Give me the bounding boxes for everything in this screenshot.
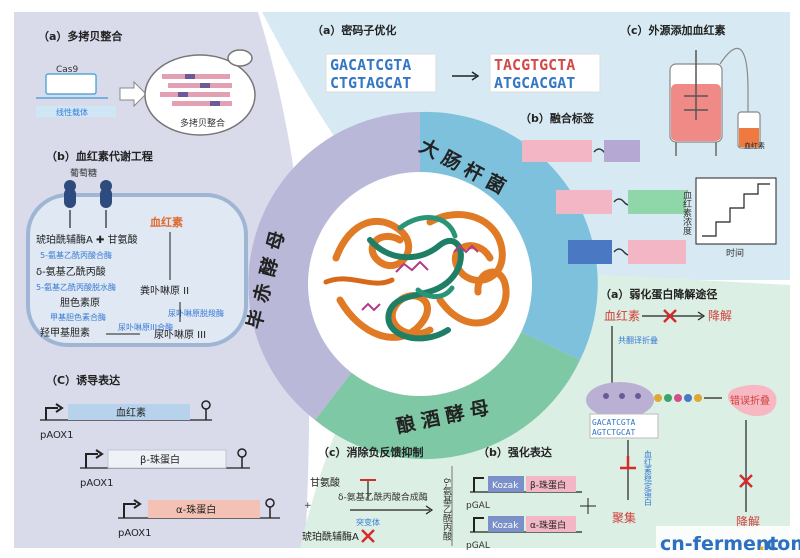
watermark-tld: com	[766, 533, 800, 555]
yeast-a-title: （a）弱化蛋白降解途径	[600, 287, 717, 301]
dna-right-top: TACGTGCTA	[494, 56, 575, 74]
dna-left-bottom: CTGTAGCAT	[330, 74, 411, 92]
construct3-gene-label: α-珠蛋白	[176, 503, 216, 516]
protein-structure-circle	[308, 172, 532, 396]
pichia-c-title: （C）诱导表达	[46, 373, 120, 387]
linear-vector-label: 线性载体	[56, 107, 88, 117]
glucose-label: 葡萄糖	[70, 167, 97, 179]
enzyme1-label: 5-氨基乙酰丙酸合酶	[40, 250, 112, 260]
yeast-c-enzyme: δ-氨基乙酰丙酸合成酶	[338, 491, 428, 503]
pbg-label: 胆色素原	[60, 296, 100, 309]
cas9-box	[46, 74, 96, 94]
yeast-gene2-label: α-珠蛋白	[530, 519, 566, 531]
yeast-a-stable: 血红素稳定蛋白	[644, 449, 653, 507]
dna-left-top: GACATCGTA	[330, 56, 411, 74]
dna-right-bottom: ATGCACGAT	[494, 74, 575, 92]
fusion-tag-purple	[604, 140, 640, 162]
yeast-c-plus: +	[304, 501, 312, 511]
fusion-box-pink-3	[628, 240, 686, 264]
construct2-promoter-label: pAOX1	[80, 478, 113, 489]
yeast-a-aggregate: 聚集	[612, 510, 636, 525]
construct1-gene-label: 血红素	[116, 406, 146, 419]
multi-copy-label: 多拷贝整合	[180, 117, 225, 129]
ecoli-b-title: （b）融合标签	[520, 111, 595, 125]
succinyl-glycine-label: 琥珀酰辅酶A ✚ 甘氨酸	[36, 233, 138, 246]
yeast-c-product: δ-氨基乙酰丙酸	[441, 478, 452, 542]
pichia-b-title: （b）血红素代谢工程	[46, 149, 153, 163]
yeast-a-dna-top: GACATCGTA	[592, 418, 636, 427]
fusion-box-pink	[522, 140, 592, 162]
construct2-gene-label: β-珠蛋白	[140, 453, 180, 466]
cas9-label: Cas9	[56, 65, 78, 75]
yeast-a-misfold: 错误折叠	[730, 394, 770, 407]
yeast-a-degrade: 降解	[708, 309, 732, 323]
kozak-label-2: Kozak	[492, 521, 519, 531]
yeast-c-gly: 甘氨酸	[310, 476, 340, 489]
ecoli-b-ylabel: 血红素浓度	[681, 189, 692, 236]
yeast-promoter2-label: pGAL	[466, 541, 490, 551]
kozak-label: Kozak	[492, 481, 519, 491]
yeast-c-succinyl: 琥珀酰辅酶A	[302, 530, 359, 543]
uroporphyrinogen-label: 尿卟啉原 III	[154, 329, 206, 341]
ecoli-c-heme-label: 血红素	[744, 141, 765, 150]
hmb-label: 羟甲基胆素	[40, 326, 90, 339]
enzyme3-label: 甲基胆色素合酶	[50, 312, 106, 322]
enzyme5-label: 尿卟啉原脱羧酶	[168, 308, 224, 318]
yeast-gene1-label: β-珠蛋白	[530, 479, 566, 491]
ecoli-b-xlabel: 时间	[726, 247, 744, 259]
bud-icon	[228, 50, 252, 66]
ecoli-c-title: （c）外源添加血红素	[620, 23, 726, 37]
heme-label: 血红素	[150, 215, 183, 229]
yeast-c-title: （c）消除负反馈抑制	[318, 445, 424, 459]
pichia-a-title: （a）多拷贝整合	[38, 29, 123, 43]
yeast-c-mutant: 突变体	[356, 517, 380, 527]
coproporphyrinogen-label: 粪卟啉原 II	[140, 284, 189, 297]
yeast-a-cotrans: 共翻译折叠	[618, 335, 658, 345]
ala-label: δ-氨基乙酰丙酸	[36, 265, 106, 278]
construct3-promoter-label: pAOX1	[118, 528, 151, 539]
fusion-box-pink-2	[556, 190, 612, 214]
yeast-promoter1-label: pGAL	[466, 501, 490, 511]
yeast-a-dna-bottom: AGTCTGCAT	[592, 428, 636, 437]
heme-step-plot	[696, 178, 776, 244]
ecoli-a-title: （a）密码子优化	[312, 23, 396, 37]
fusion-tag-blue	[568, 240, 612, 264]
watermark-dot: .	[758, 533, 765, 555]
ribosome-icon	[586, 382, 654, 418]
construct1-promoter-label: pAOX1	[40, 430, 73, 441]
yeast-b-title: （b）强化表达	[478, 445, 552, 459]
enzyme2-label: 5-氨基乙酰丙酸脱水酶	[36, 282, 116, 292]
yeast-a-heme: 血红素	[604, 308, 640, 323]
fusion-tag-green	[628, 190, 686, 214]
